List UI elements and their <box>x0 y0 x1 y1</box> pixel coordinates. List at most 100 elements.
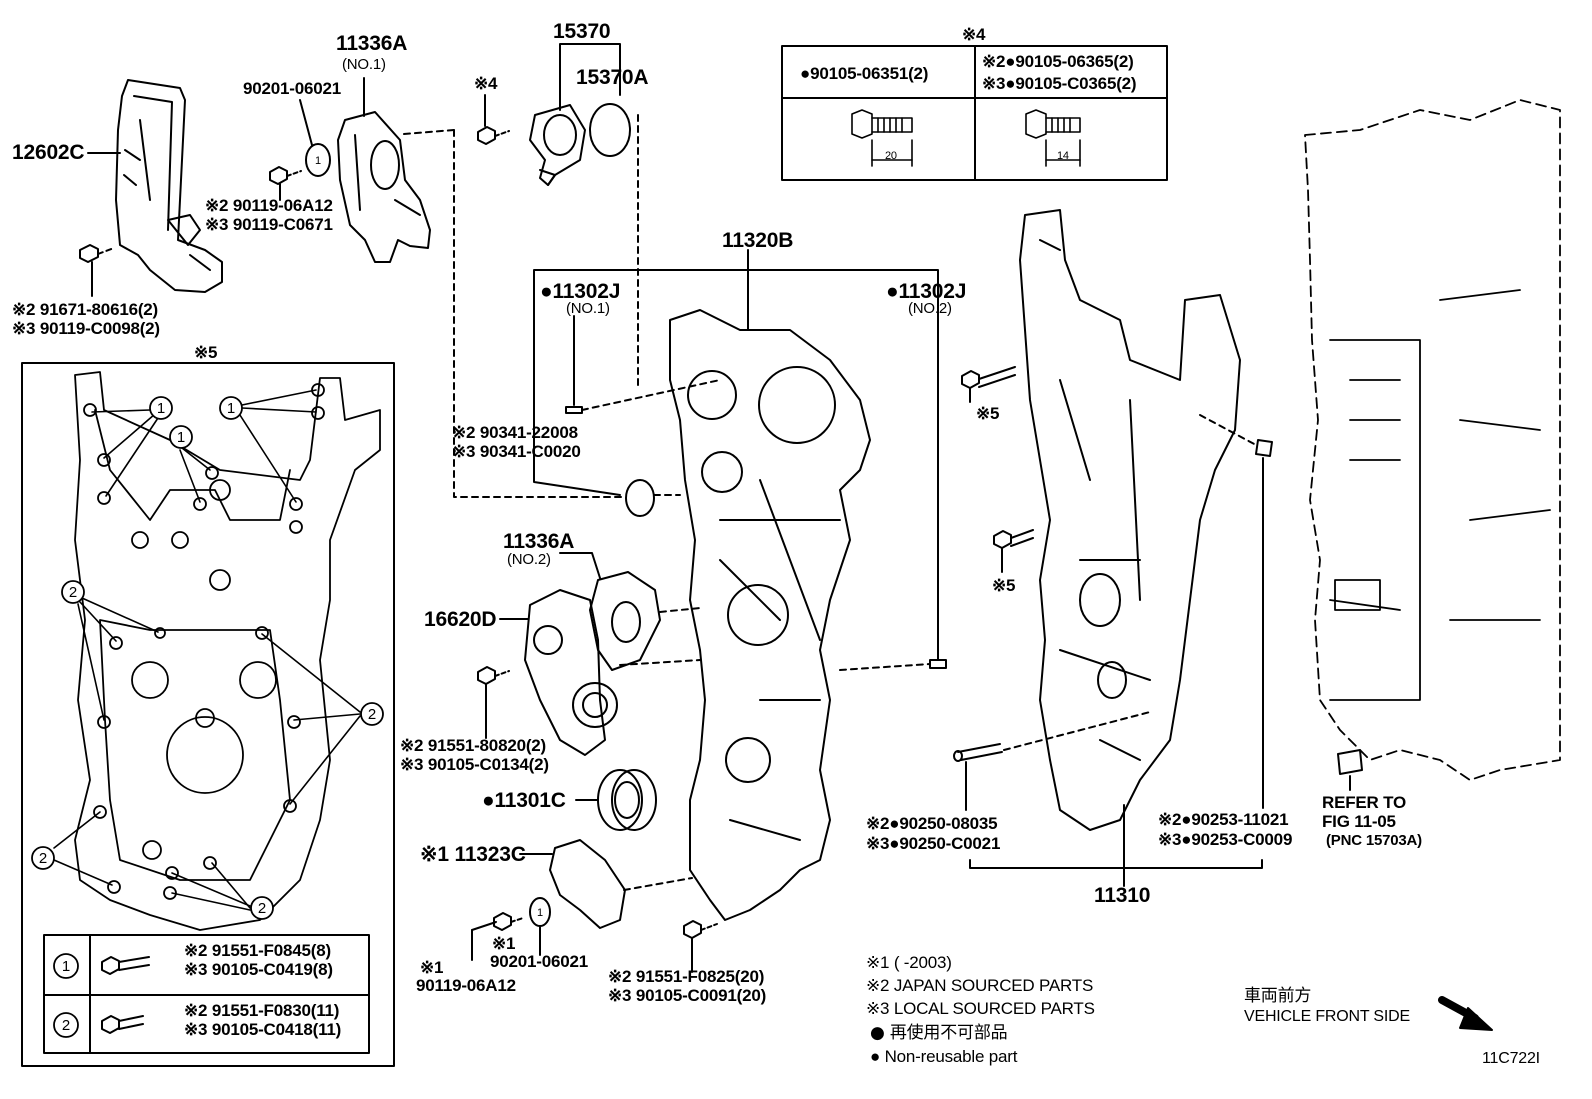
label-11336a-no2-sub: (NO.2) <box>507 551 551 568</box>
label-front-jp: 車両前方 <box>1244 986 1312 1006</box>
washer-90201-icon <box>305 143 331 177</box>
label-90341-22008: ※2 90341-22008 <box>452 423 578 442</box>
svg-text:1: 1 <box>157 400 165 417</box>
label-15370a: 15370A <box>576 66 649 89</box>
label-11336a-no2: 11336A <box>503 530 575 553</box>
bolt-mark4-icon <box>477 94 510 145</box>
table-circle-1: 1 <box>53 953 79 979</box>
front-arrow-icon <box>1438 996 1493 1031</box>
label-90201-bottom: 90201-06021 <box>490 952 589 971</box>
label-11302j-no1-sub: (NO.1) <box>566 300 610 317</box>
label-90341-c0020: ※3 90341-C0020 <box>452 442 581 461</box>
box5-row2-a: ※2 91551-F0830(11) <box>184 1001 340 1020</box>
label-refer-3: (PNC 15703A) <box>1326 832 1422 849</box>
callout-circle-1b: 1 <box>219 396 243 420</box>
svg-text:2: 2 <box>39 850 47 867</box>
bolt-row2-icon <box>101 1015 144 1034</box>
label-91551-f0825: ※2 91551-F0825(20) <box>608 967 765 986</box>
callout-circle-1c: 1 <box>169 425 193 449</box>
pin-90250-icon <box>953 743 1003 811</box>
bolt-90105-06365-icon <box>1025 109 1081 167</box>
label-11323c: ※1 11323C <box>420 843 526 866</box>
legend-mark1: ※1 ( -2003) <box>866 953 952 972</box>
label-91551-80820: ※2 91551-80820(2) <box>400 736 547 755</box>
part-11310-drawing <box>1019 209 1241 831</box>
svg-text:1: 1 <box>537 907 543 919</box>
label-90105-c0091: ※3 90105-C0091(20) <box>608 986 767 1005</box>
callout-circle-2c: 2 <box>31 846 55 870</box>
label-11310: 11310 <box>1094 884 1151 907</box>
label-90250-c0021: ※3●90250-C0021 <box>866 834 1001 853</box>
label-90105-c0134: ※3 90105-C0134(2) <box>400 755 549 774</box>
engine-block-drawing <box>1304 99 1561 781</box>
label-mark5-b: ※5 <box>992 576 1016 595</box>
table4-len2: 14 <box>1057 150 1069 162</box>
bolt-90119-icon <box>269 166 302 201</box>
table4-len1: 20 <box>885 150 897 162</box>
label-90119-c0671: ※3 90119-C0671 <box>205 215 333 234</box>
gasket-drawing <box>74 371 381 931</box>
washer-label-top: 1 <box>315 155 321 167</box>
bolt-90119-bottom-icon <box>471 912 524 961</box>
washer-label-bottom: 1 <box>537 907 543 919</box>
label-fig-code: 11C722I <box>1482 1050 1540 1067</box>
legend-nonreusable-jp: ● 再使用不可部品 <box>870 1023 1008 1043</box>
svg-text:2: 2 <box>69 584 77 601</box>
label-15370: 15370 <box>553 20 611 43</box>
legend-mark3: ※3 LOCAL SOURCED PARTS <box>866 999 1095 1018</box>
table4-col1: ●90105-06351(2) <box>800 64 929 83</box>
plug-refer-icon <box>1337 749 1363 791</box>
svg-text:1: 1 <box>315 155 321 167</box>
part-15370-drawing <box>529 104 586 186</box>
part-12602c-drawing <box>115 79 223 293</box>
callout-circle-2d: 2 <box>250 896 274 920</box>
label-11320b: 11320B <box>722 229 794 252</box>
callout-circle-1a: 1 <box>149 396 173 420</box>
box5-row1-a: ※2 91551-F0845(8) <box>184 941 331 960</box>
callout-circle-2a: 2 <box>61 580 85 604</box>
label-refer-1: REFER TO <box>1322 793 1407 812</box>
callout-leaders <box>53 389 361 911</box>
label-mark5-a: ※5 <box>976 404 1000 423</box>
svg-text:1: 1 <box>62 958 70 975</box>
pin-90253-icon <box>1255 439 1273 809</box>
label-90119-06a12-top: ※2 90119-06A12 <box>205 196 333 215</box>
label-11302j-no1: ●11302J <box>540 280 621 303</box>
box5-table <box>43 934 370 1054</box>
bolt-row1-icon <box>101 956 150 975</box>
legend-mark2: ※2 JAPAN SOURCED PARTS <box>866 976 1094 995</box>
part-11336a-no1-drawing <box>337 111 431 263</box>
part-11323c-drawing <box>549 839 626 929</box>
part-11320b-drawing <box>669 309 871 921</box>
label-16620d: 16620D <box>424 608 497 631</box>
label-11336a-no1: 11336A <box>336 32 408 55</box>
label-refer-2: FIG 11-05 <box>1322 812 1396 831</box>
label-11336a-no1-sub: (NO.1) <box>342 56 386 73</box>
label-90201-top: 90201-06021 <box>243 79 342 98</box>
label-front-en: VEHICLE FRONT SIDE <box>1244 1008 1410 1025</box>
label-90253-c0009: ※3●90253-C0009 <box>1158 830 1293 849</box>
label-mark5-box: ※5 <box>194 343 218 362</box>
table-circle-2: 2 <box>53 1012 79 1038</box>
label-11301c: ●11301C <box>482 789 566 812</box>
bolt-91551-80820-icon <box>477 666 510 739</box>
label-90253-11021: ※2●90253-11021 <box>1158 810 1289 829</box>
legend-nonreusable-en: ● Non-reusable part <box>870 1047 1018 1066</box>
label-90250-08035: ※2●90250-08035 <box>866 814 998 833</box>
oring-15370a-icon <box>589 103 631 157</box>
svg-text:1: 1 <box>177 429 185 446</box>
bolt-91671-icon <box>79 244 115 297</box>
label-11302j-no2: ●11302J <box>886 280 967 303</box>
label-90119-bottom: 90119-06A12 <box>416 976 516 995</box>
svg-text:2: 2 <box>258 900 266 917</box>
bolt-mark5-b-icon <box>993 529 1034 573</box>
label-mark4-bolt: ※4 <box>474 74 498 93</box>
svg-text:1: 1 <box>227 400 235 417</box>
label-90119-c0098: ※3 90119-C0098(2) <box>12 319 160 338</box>
table4-col2b: ※3●90105-C0365(2) <box>982 74 1137 93</box>
part-11336a-no2-drawing <box>589 571 661 671</box>
callout-circle-2b: 2 <box>360 702 384 726</box>
